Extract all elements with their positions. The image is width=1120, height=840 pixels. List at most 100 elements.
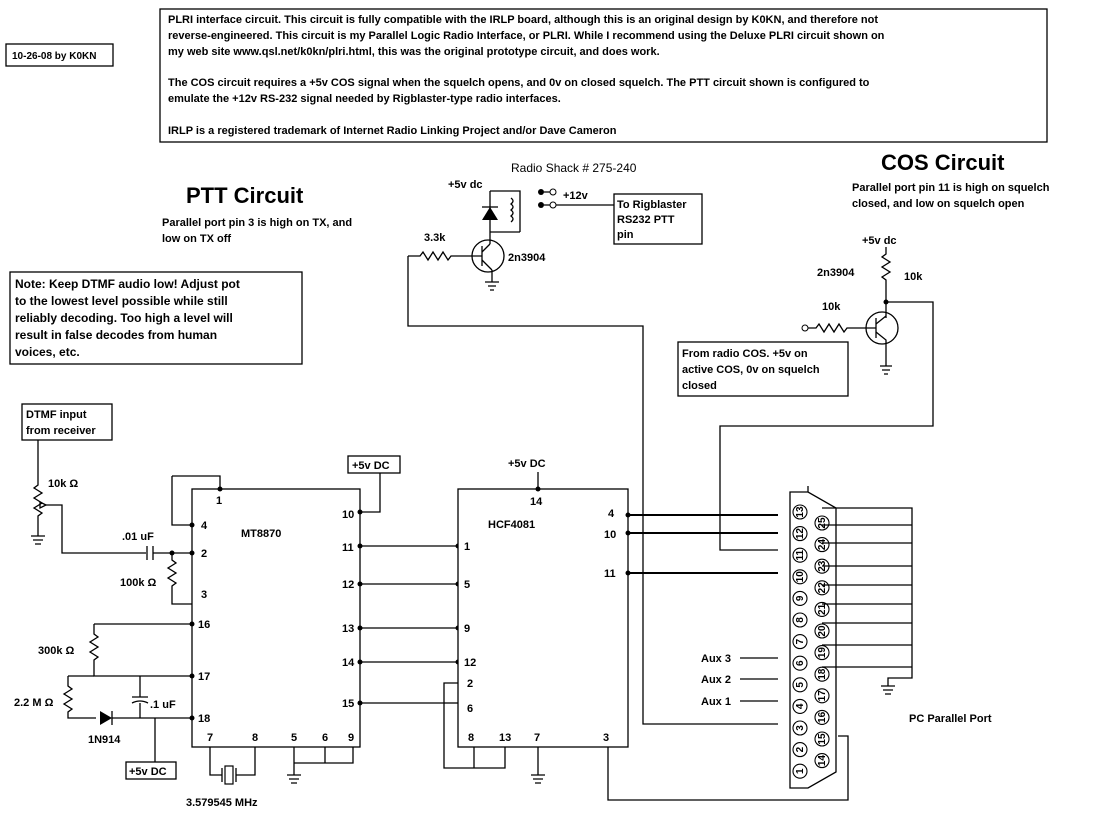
mt8870-pin-1: 1 (216, 495, 222, 507)
port-pin-label-5: 5 (795, 682, 806, 688)
hcf4081-pin-5: 5 (464, 579, 470, 591)
port-pin-13 (792, 504, 808, 520)
cos-desc-2: closed, and low on squelch open (852, 198, 1025, 210)
ptt-transistor-label: 2n3904 (508, 252, 546, 264)
aux1-label: Aux 1 (701, 696, 731, 708)
flyback-diode-icon (482, 207, 498, 220)
port-pin-label-24: 24 (817, 539, 828, 551)
aux2-label: Aux 2 (701, 674, 731, 686)
port-pin-14 (814, 753, 830, 769)
port-pin-label-17: 17 (817, 690, 828, 702)
r300k-label: 300k Ω (38, 645, 75, 657)
port-pin-12 (792, 526, 808, 542)
hcf4081-pin-3: 3 (603, 732, 609, 744)
port-pin-4 (792, 698, 808, 714)
port-pin-24 (814, 537, 830, 553)
mt8870-pin-15: 15 (342, 698, 354, 710)
mt8870-pin-5: 5 (291, 732, 297, 744)
trademark-line: IRLP is a registered trademark of Intern… (168, 125, 617, 137)
port-pin-label-14: 14 (817, 755, 828, 767)
mt8870-ground-bus (293, 747, 354, 775)
intro-box: PLRI interface circuit. This circuit is … (159, 8, 1048, 143)
port-pin-5 (792, 677, 808, 693)
cos-note-line-1: The COS circuit requires a +5v COS signa… (168, 77, 870, 89)
diode-icon (100, 711, 112, 725)
port-pin-label-2: 2 (795, 746, 806, 752)
cos-title: COS Circuit (881, 150, 1005, 175)
feedback-network: 300k Ω 2.2 M Ω 1N914 .1 uF +5v DC (14, 623, 192, 780)
port-pin-label-6: 6 (795, 660, 806, 666)
ptt-wire-to-pin3 (407, 256, 778, 725)
r100k-label: 100k Ω (120, 577, 157, 589)
port-pin-label-21: 21 (817, 603, 828, 615)
dtmf-note-4: result in false decodes from human (15, 328, 217, 342)
mt8870-pin-12: 12 (342, 579, 354, 591)
mt8870-name: MT8870 (241, 528, 281, 540)
intro-line-2: reverse-engineered. This circuit is my P… (168, 30, 885, 42)
dtmf-note-3: reliably decoding. Too high a level will (15, 311, 233, 325)
hcf4081-pin-1: 1 (464, 541, 470, 553)
cos-input-line-2: active COS, 0v on squelch (682, 364, 820, 376)
hcf4081-pin-2: 2 (467, 678, 473, 690)
mt8870-pin-17: 17 (198, 671, 210, 683)
ptt-title: PTT Circuit (186, 183, 304, 208)
dtmf-input-box: DTMF input from receiver (21, 403, 113, 441)
port-pin-label-8: 8 (795, 617, 806, 623)
port-pin-11 (792, 547, 808, 563)
cos-input-note: From radio COS. +5v on active COS, 0v on… (677, 341, 849, 397)
port-pin-17 (814, 688, 830, 704)
supply-top-label: +5v DC (352, 460, 390, 472)
dtmf-input-line-2: from receiver (26, 425, 96, 437)
supply-bottom-label: +5v DC (129, 766, 167, 778)
rigblaster-line-1: To Rigblaster (617, 199, 687, 211)
hcf4081-chip: HCF4081 +5v DC 14 1 5 9 12 2 6 4 10 11 8… (457, 458, 849, 801)
rigblaster-line-3: pin (617, 229, 634, 241)
mt8870-pin-14: 14 (342, 657, 355, 669)
cos-transistor-label: 2n3904 (817, 267, 855, 279)
mt8870-pin-2: 2 (201, 548, 207, 560)
mt8870-pin-3: 3 (201, 589, 207, 601)
ptt-desc-1: Parallel port pin 3 is high on TX, and (162, 217, 352, 229)
dtmf-note-2: to the lowest level possible while still (15, 294, 228, 308)
hcf4081-pin-8: 8 (468, 732, 474, 744)
diode-label: 1N914 (88, 734, 121, 746)
pot-label: 10k Ω (48, 478, 78, 490)
input-network: 10k Ω .01 uF 100k Ω (31, 440, 192, 605)
port-pin-label-11: 11 (795, 549, 806, 560)
hcf4081-pin-11: 11 (604, 568, 616, 580)
ptt-relay: +12v (482, 188, 614, 244)
port-pin-label-10: 10 (795, 571, 806, 583)
cos-transistor (719, 247, 934, 551)
ptt-desc-2: low on TX off (162, 233, 231, 245)
mt8870-pin-10: 10 (342, 509, 354, 521)
hcf4081-pin-9: 9 (464, 623, 470, 635)
mt8870-pin-9: 9 (348, 732, 354, 744)
intro-line-3: my web site www.qsl.net/k0kn/plri.html, … (168, 46, 660, 58)
port-label: PC Parallel Port (909, 713, 992, 725)
ptt-transistor: 2n3904 (471, 239, 546, 291)
port-pin-7 (792, 634, 808, 650)
mt8870-pin-7: 7 (207, 732, 213, 744)
port-pin-label-20: 20 (817, 625, 828, 637)
hcf4081-pin-10: 10 (604, 529, 616, 541)
port-pin-label-19: 19 (817, 647, 828, 659)
aux3-label: Aux 3 (701, 653, 731, 665)
dtmf-input-line-1: DTMF input (26, 409, 87, 421)
port-pin-25 (814, 515, 830, 531)
port-pin-label-9: 9 (795, 595, 806, 601)
dtmf-note-box: Note: Keep DTMF audio low! Adjust pot to… (9, 271, 303, 365)
port-pin-1 (792, 763, 808, 779)
relay-coil-icon (509, 197, 514, 223)
ptt-base-resistor (408, 250, 482, 262)
hcf-outputs (625, 512, 778, 576)
cos-supply-label: +5v dc (862, 235, 897, 247)
rigblaster-box: To Rigblaster RS232 PTT pin (613, 193, 703, 245)
mt8870-pin-13: 13 (342, 623, 354, 635)
port-pin-label-3: 3 (795, 725, 806, 731)
port-ground-icon (881, 685, 895, 695)
cap-input-label: .01 uF (122, 531, 154, 543)
cos-input-line-3: closed (682, 380, 717, 392)
hcf4081-pin-13: 13 (499, 732, 511, 744)
mt8870-ground-icon (287, 774, 301, 784)
